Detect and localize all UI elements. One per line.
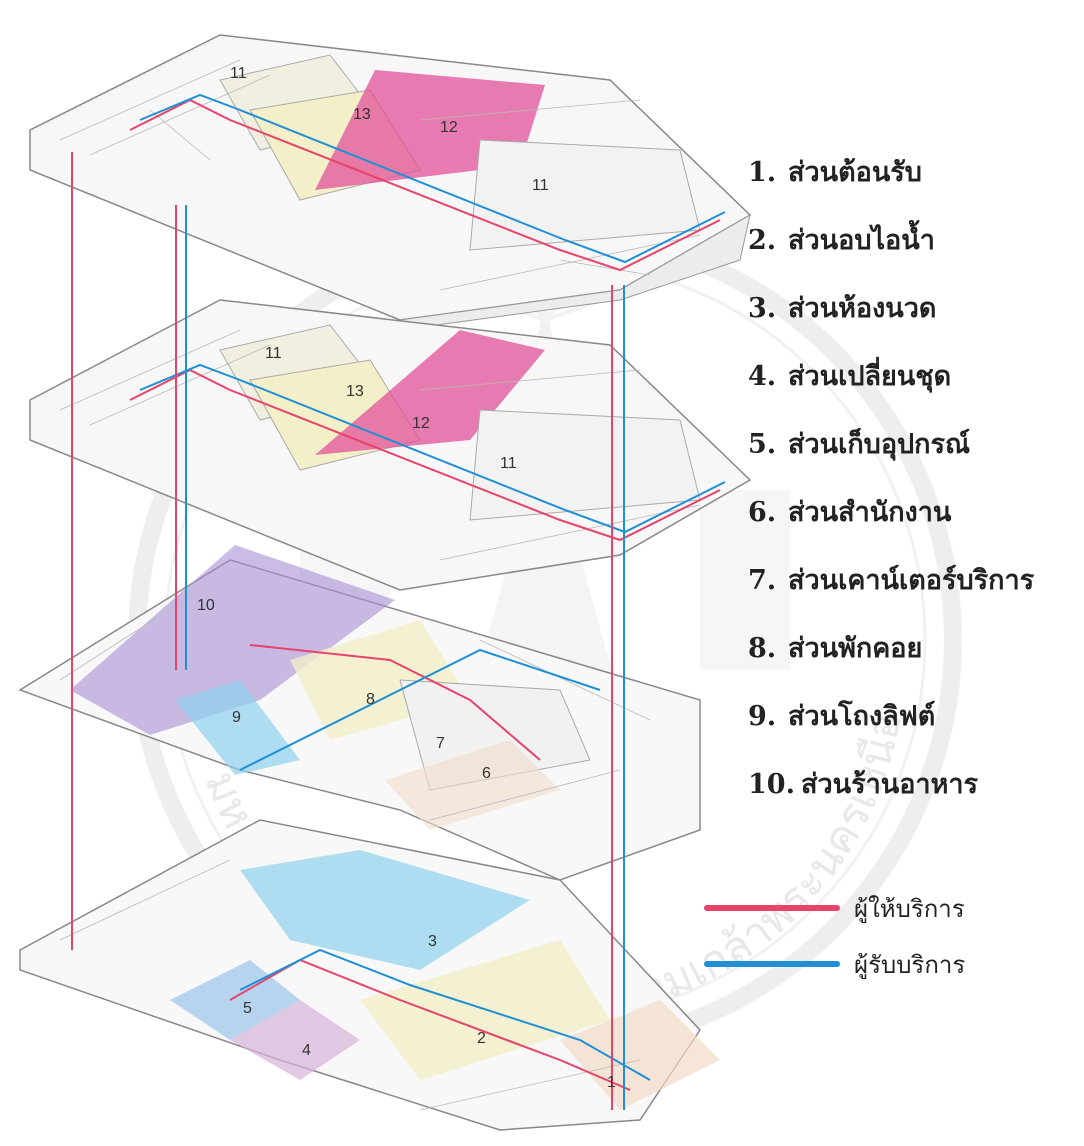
marker-f4-11b: 11 — [532, 177, 549, 194]
zone-markers: 11 13 12 11 11 13 12 11 10 9 8 7 6 3 5 4… — [197, 65, 616, 1091]
marker-f1-2: 2 — [477, 1030, 486, 1047]
zone-legend-label: ส่วนต้อนรับ — [788, 157, 922, 188]
zone-legend-item-10: 10.ส่วนร้านอาหาร — [748, 762, 1084, 830]
floor-3-zone-12 — [315, 330, 545, 455]
zone-legend-item-8: 8. ส่วนพักคอย — [748, 626, 1084, 694]
floor-1-zone-1 — [560, 1000, 720, 1110]
zone-legend-label: ส่วนเคาน์เตอร์บริการ — [788, 565, 1035, 596]
marker-f3-11b: 11 — [500, 455, 517, 472]
zone-legend-item-4: 4. ส่วนเปลี่ยนชุด — [748, 354, 1084, 422]
zone-legend-num: 5. — [748, 429, 777, 460]
marker-f1-5: 5 — [243, 1000, 252, 1017]
marker-f4-13: 13 — [353, 106, 371, 123]
zone-legend-num: 10. — [748, 769, 795, 800]
zone-legend-item-6: 6. ส่วนสำนักงาน — [748, 490, 1084, 558]
route-legend-guest: ผู้รับบริการ — [704, 936, 1064, 992]
zone-legend-item-9: 9. ส่วนโถงลิฟต์ — [748, 694, 1084, 762]
route-legend-staff: ผู้ให้บริการ — [704, 880, 1064, 936]
marker-f2-6: 6 — [482, 765, 491, 782]
zone-legend-item-5: 5. ส่วนเก็บอุปกรณ์ — [748, 422, 1084, 490]
marker-f1-3: 3 — [428, 933, 437, 950]
marker-f3-12: 12 — [412, 415, 430, 432]
vertical-circulation — [71, 152, 625, 1110]
marker-f2-8: 8 — [366, 691, 375, 708]
zone-legend-label: ส่วนเก็บอุปกรณ์ — [788, 429, 971, 460]
marker-f4-12: 12 — [440, 119, 458, 136]
marker-f3-13: 13 — [346, 383, 364, 400]
zone-legend-item-3: 3. ส่วนห้องนวด — [748, 286, 1084, 354]
zone-legend-num: 4. — [748, 361, 777, 392]
marker-f2-10: 10 — [197, 597, 215, 614]
marker-f4-11a: 11 — [230, 65, 247, 82]
guest-route-label: ผู้รับบริการ — [854, 950, 966, 979]
zone-legend-num: 1. — [748, 157, 777, 188]
floor-2-zone-10 — [70, 545, 395, 735]
marker-f2-7: 7 — [436, 735, 445, 752]
marker-f1-4: 4 — [302, 1042, 311, 1059]
zone-legend-num: 7. — [748, 565, 777, 596]
marker-f1-1: 1 — [607, 1074, 616, 1091]
floor-2-zone-9 — [175, 680, 300, 775]
route-legend: ผู้ให้บริการ ผู้รับบริการ — [704, 880, 1064, 992]
zone-legend-label: ส่วนห้องนวด — [788, 293, 937, 324]
zone-legend-num: 8. — [748, 633, 777, 664]
floor-1-plan — [19, 819, 720, 1131]
zone-legend-num: 9. — [748, 701, 777, 732]
zone-legend-label: ส่วนพักคอย — [788, 633, 923, 664]
zone-legend-label: ส่วนสำนักงาน — [788, 497, 952, 528]
floor-1-zone-4 — [230, 1000, 360, 1080]
floor-1-zone-5 — [170, 960, 300, 1040]
zone-legend-label: ส่วนโถงลิฟต์ — [788, 701, 936, 732]
floor-2-plan — [18, 545, 701, 881]
floor-3-plan — [29, 299, 752, 591]
staff-route-label: ผู้ให้บริการ — [854, 894, 965, 923]
marker-f2-9: 9 — [232, 709, 241, 726]
zone-legend-num: 6. — [748, 497, 777, 528]
floor-4-plan — [29, 34, 752, 331]
zone-legend-label: ส่วนเปลี่ยนชุด — [788, 361, 952, 392]
zone-legend: 1. ส่วนต้อนรับ 2. ส่วนอบไอน้ำ 3. ส่วนห้องนว… — [748, 150, 1084, 830]
zone-legend-item-7: 7. ส่วนเคาน์เตอร์บริการ — [748, 558, 1084, 626]
zone-legend-item-2: 2. ส่วนอบไอน้ำ — [748, 218, 1084, 286]
staff-route-swatch — [704, 905, 840, 911]
zone-legend-label: ส่วนอบไอน้ำ — [788, 225, 935, 256]
zone-legend-num: 2. — [748, 225, 777, 256]
guest-route-swatch — [704, 961, 840, 967]
marker-f3-11a: 11 — [265, 345, 282, 362]
zone-legend-label: ส่วนร้านอาหาร — [800, 769, 979, 800]
zone-legend-item-1: 1. ส่วนต้อนรับ — [748, 150, 1084, 218]
zone-legend-num: 3. — [748, 293, 777, 324]
floor-1-zone-3 — [240, 850, 530, 970]
